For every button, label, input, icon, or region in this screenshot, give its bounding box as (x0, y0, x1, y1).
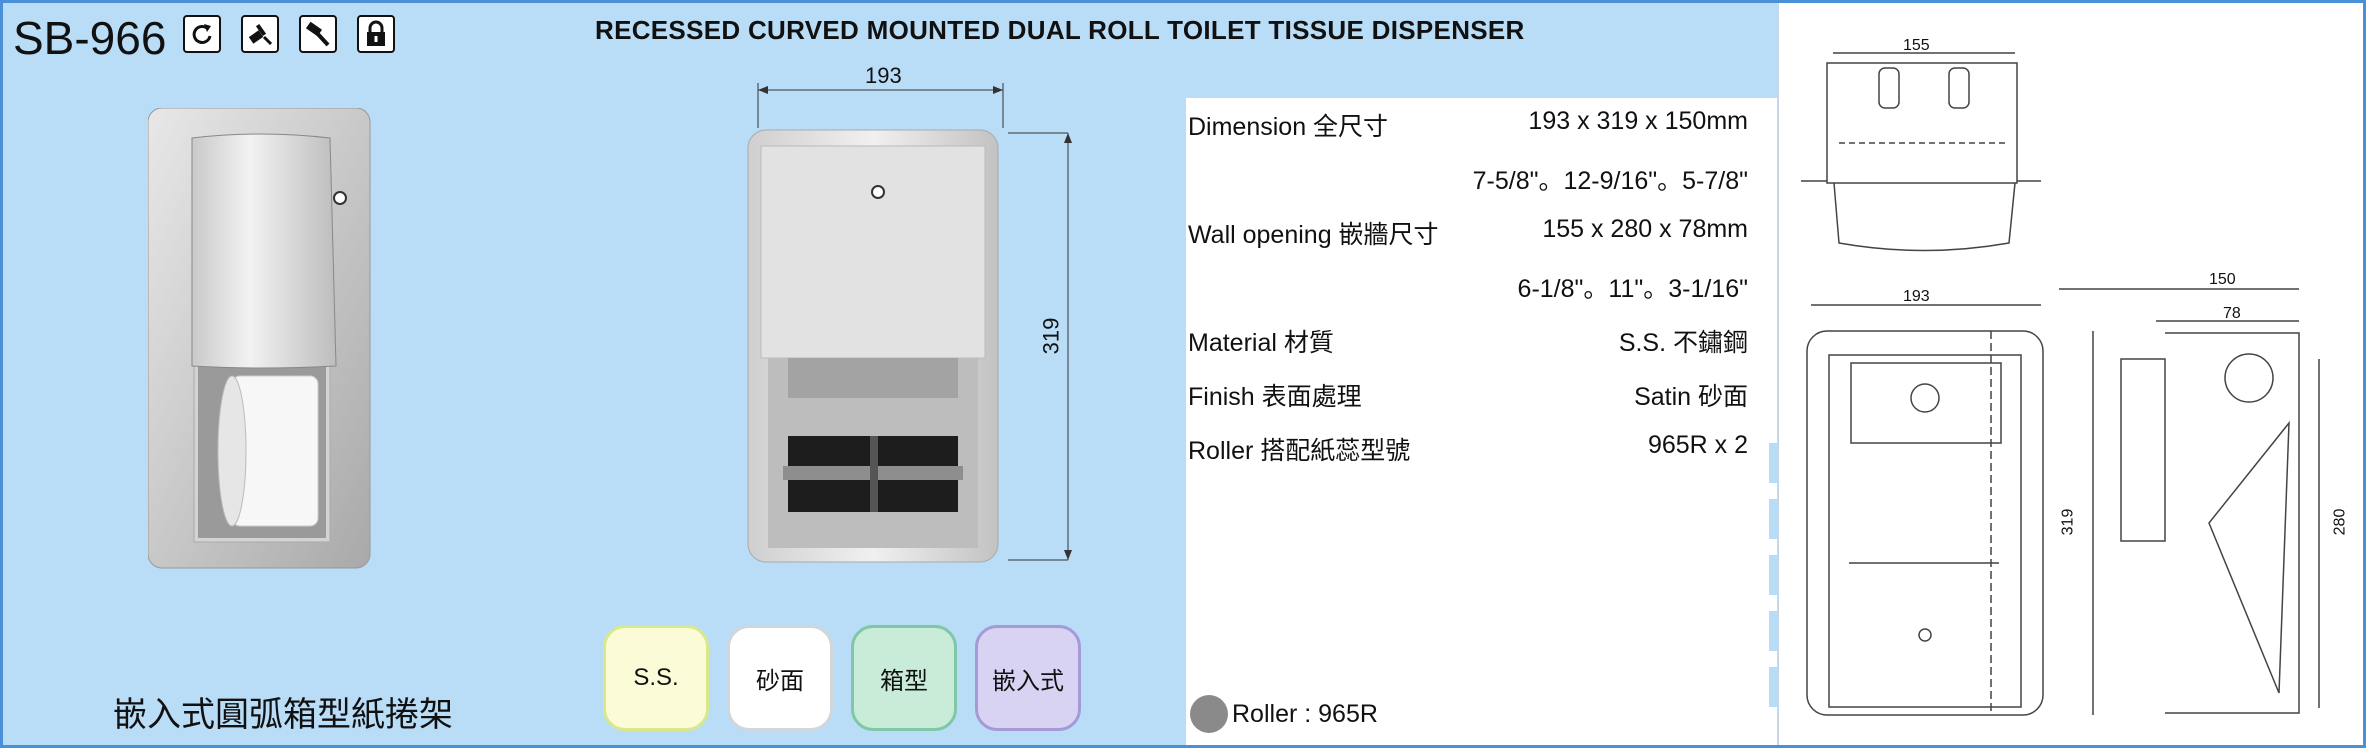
divider-dashes (1769, 443, 1779, 743)
top-view-drawing (1801, 52, 2041, 252)
feature-badges: S.S. 砂面 箱型 嵌入式 (603, 625, 1081, 731)
technical-drawings: 155 193 319 150 78 280 (1777, 3, 2363, 745)
spec-label: Material 材質 (1188, 329, 1334, 357)
drawing-side-depth: 150 (2209, 271, 2236, 288)
spec-label: Finish 表面處理 (1188, 383, 1362, 411)
drawing-side-inset: 78 (2223, 305, 2241, 322)
drill-icon (241, 15, 279, 53)
feature-icons (183, 15, 395, 53)
badge-finish: 砂面 (727, 625, 833, 731)
spec-value: 7-5/8"。12-9/16"。5-7/8" (1472, 167, 1748, 195)
drawing-front-height: 319 (2059, 508, 2077, 536)
drawing-side-height: 280 (2331, 508, 2349, 536)
model-number: SB-966 (13, 12, 167, 64)
badge-install: 嵌入式 (975, 625, 1081, 731)
spec-header-band (1186, 3, 1777, 98)
drawing-front-width: 193 (1903, 288, 1930, 305)
hammer-icon (299, 15, 337, 53)
lock-icon (357, 15, 395, 53)
product-photo (147, 107, 428, 578)
roller-dot-icon (1190, 695, 1228, 733)
front-dimension-drawing (728, 68, 1088, 573)
refresh-icon (183, 15, 221, 53)
spec-label: Wall opening 嵌牆尺寸 (1188, 221, 1439, 249)
front-width-label: 193 (865, 63, 902, 88)
roller-note: Roller : 965R (1190, 695, 1378, 733)
product-title: RECESSED CURVED MOUNTED DUAL ROLL TOILET… (595, 15, 1525, 45)
spec-value: 6-1/8"。11"。3-1/16" (1517, 275, 1748, 303)
spec-label: Dimension 全尺寸 (1188, 113, 1389, 141)
spec-panel (1186, 98, 1777, 745)
front-height-label: 319 (1038, 317, 1064, 355)
side-view-drawing (2059, 288, 2320, 714)
spec-value: Satin 砂面 (1634, 383, 1748, 411)
spec-label: Roller 搭配紙蕊型號 (1188, 437, 1411, 465)
drawing-top-width: 155 (1903, 37, 1930, 54)
front-view-drawing (1806, 304, 2094, 716)
spec-value: 965R x 2 (1647, 431, 1748, 459)
badge-type: 箱型 (851, 625, 957, 731)
product-name-cn: 嵌入式圓弧箱型紙捲架 (113, 696, 453, 734)
spec-value: S.S. 不鏽鋼 (1618, 329, 1748, 357)
spec-value: 155 x 280 x 78mm (1542, 215, 1748, 243)
badge-material: S.S. (603, 625, 709, 731)
spec-value: 193 x 319 x 150mm (1528, 107, 1748, 135)
